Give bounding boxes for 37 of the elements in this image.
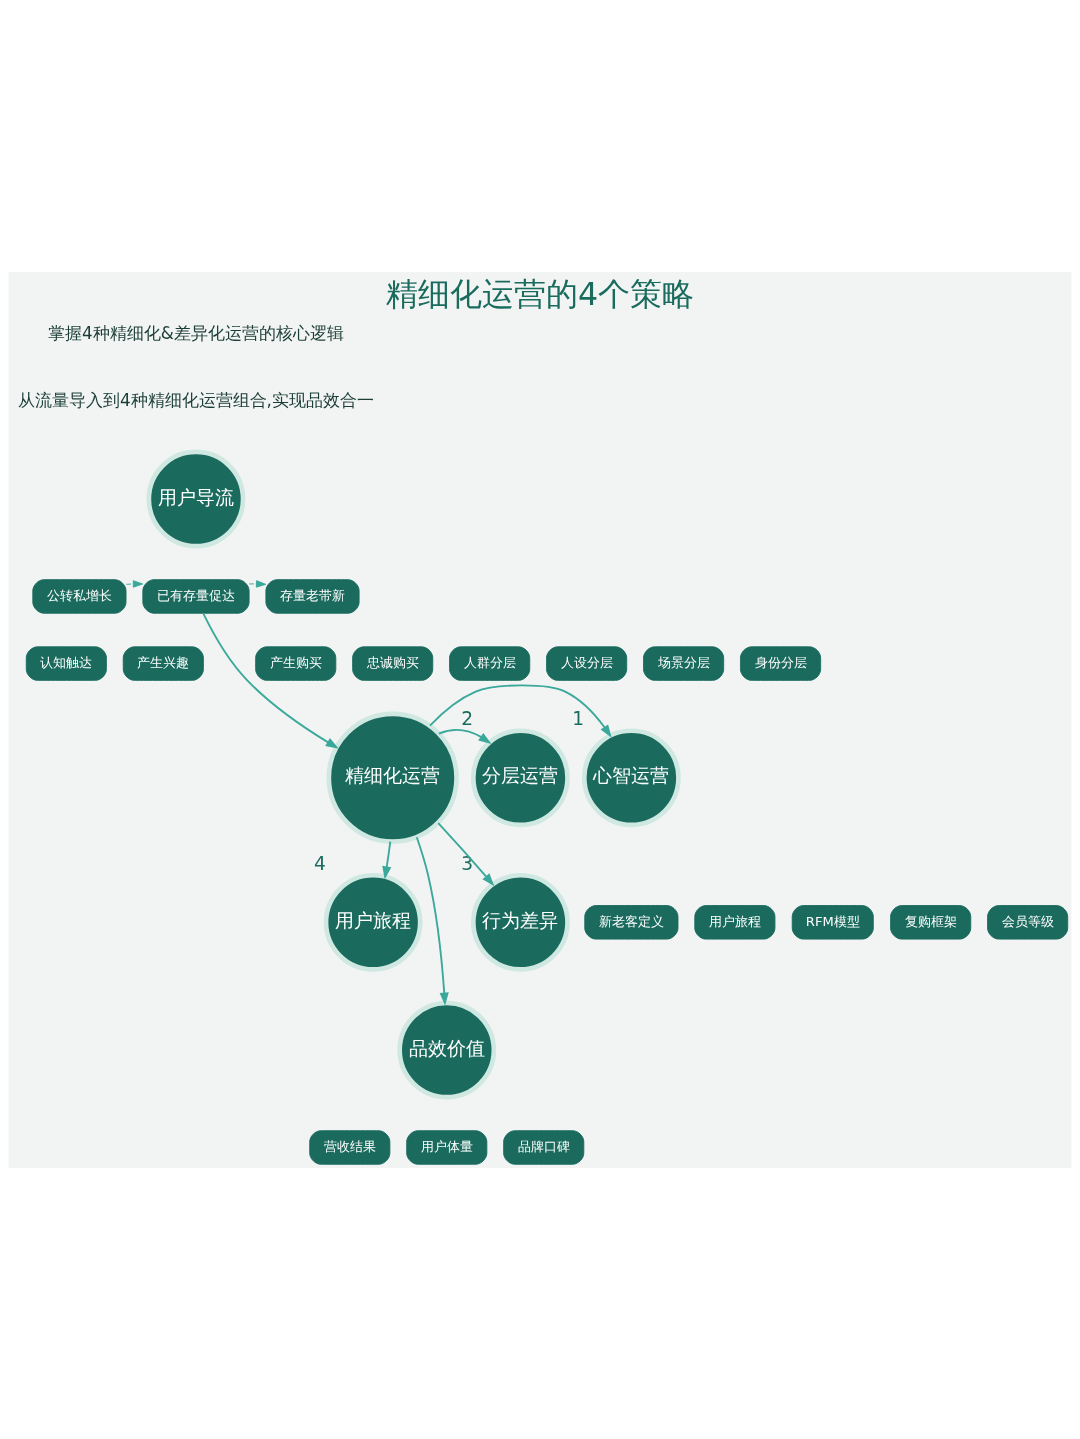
node-box: RFM模型 <box>791 904 874 940</box>
node-box: 用户旅程 <box>694 904 776 940</box>
label: 掌握4种精细化&差异化运营的核心逻辑 <box>48 322 344 343</box>
node-box: 人设分层 <box>546 645 628 681</box>
node-label: 1 <box>572 707 585 729</box>
node-box: 产生兴趣 <box>122 645 204 681</box>
node-box: 身份分层 <box>740 645 822 681</box>
node-box: 存量老带新 <box>265 578 360 614</box>
arrow <box>248 579 267 588</box>
node-circle: 分层运营 <box>471 727 570 827</box>
node-label: 4 <box>314 852 326 874</box>
arrow <box>429 683 612 738</box>
node-box: 新老客定义 <box>584 904 679 940</box>
arrow <box>437 728 492 744</box>
node-circle: 用户旅程 <box>323 872 423 972</box>
arrow <box>415 835 449 1006</box>
diagram-title: 精细化运营的4个策略 <box>385 275 695 312</box>
node-circle: 心智运营 <box>581 727 681 827</box>
node-box: 用户体量 <box>406 1129 488 1165</box>
node-box: 复购框架 <box>890 904 972 940</box>
node-box: 产生购买 <box>255 645 337 681</box>
node-circle: 用户导流 <box>146 449 246 548</box>
node-box: 公转私增长 <box>32 578 127 614</box>
arrow <box>437 821 495 886</box>
node-box: 品牌口碑 <box>503 1129 585 1165</box>
node-box: 已有存量促达 <box>142 578 250 614</box>
label: 从流量导入到4种精细化运营组合,实现品效合一 <box>17 389 374 410</box>
node-box: 场景分层 <box>643 645 725 681</box>
node-box: 营收结果 <box>309 1129 391 1165</box>
node-box: 忠诚购买 <box>352 645 434 681</box>
arrow <box>382 840 392 879</box>
node-box: 人群分层 <box>449 645 531 681</box>
node-circle: 品效价值 <box>397 1000 497 1099</box>
node-box: 认知触达 <box>25 645 107 681</box>
arrow <box>125 579 144 588</box>
node-label: 2 <box>461 707 474 729</box>
node-box: 会员等级 <box>987 904 1069 940</box>
